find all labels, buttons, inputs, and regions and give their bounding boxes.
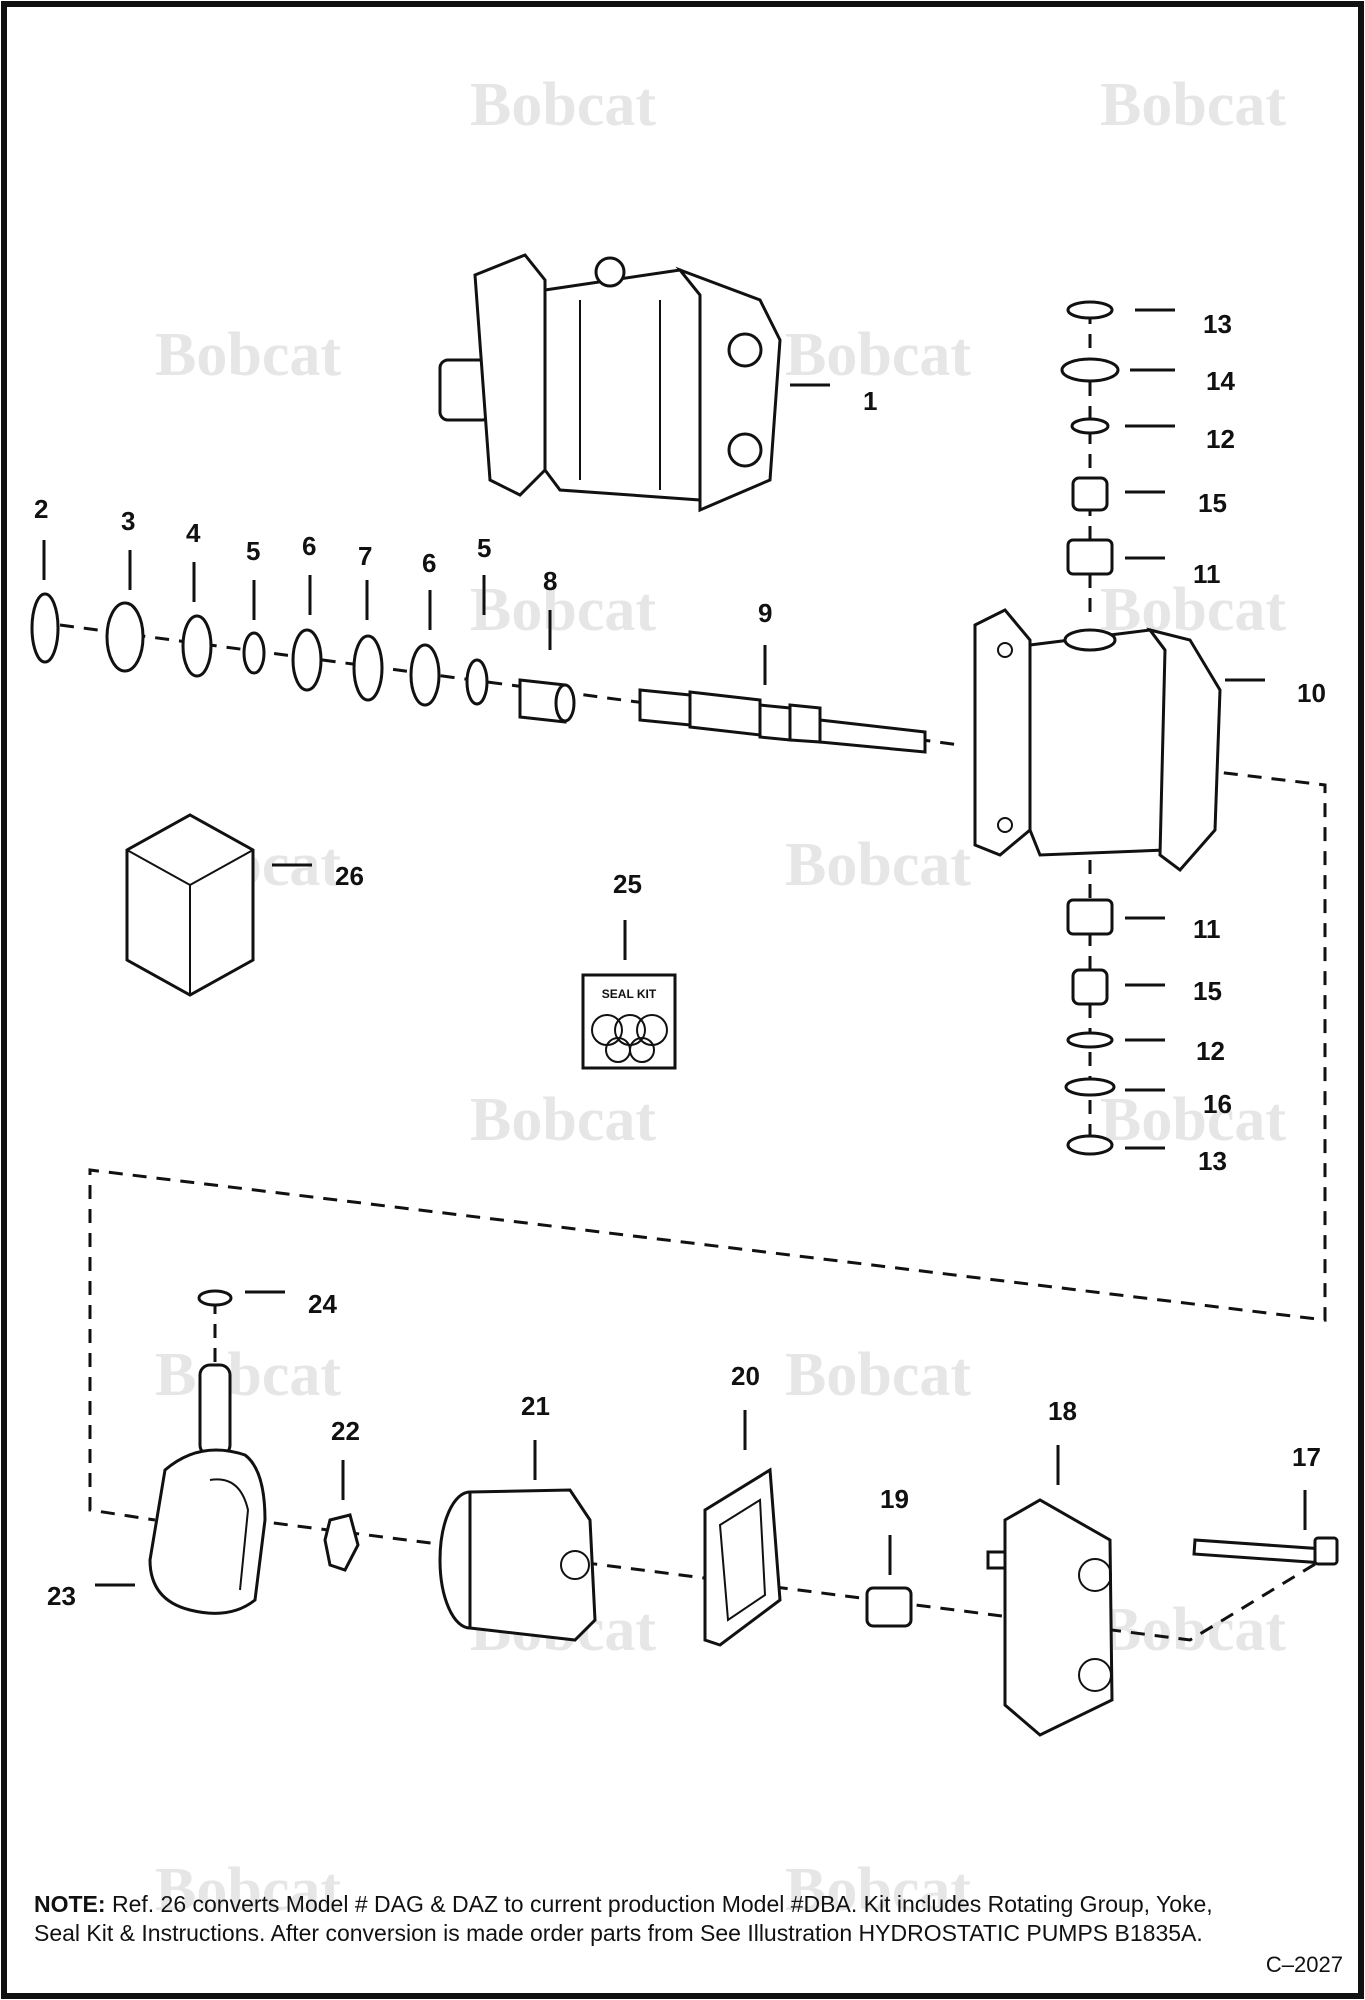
bobcat-watermark-10: Bobcat (155, 1341, 341, 1409)
part-20-gasket (703, 1467, 782, 1647)
bobcat-watermark-3: Bobcat (785, 321, 971, 389)
callout-17: 17 (1292, 1442, 1321, 1472)
callout-4: 4 (186, 518, 201, 548)
callout-11b: 11 (1193, 914, 1221, 944)
bobcat-watermark-11: Bobcat (785, 1341, 971, 1409)
callout-7: 7 (358, 541, 372, 571)
part-18-end-cap (986, 1498, 1114, 1737)
bobcat-watermark-1: Bobcat (1100, 71, 1286, 139)
bobcat-watermark-7: Bobcat (785, 831, 971, 899)
callout-3: 3 (121, 506, 135, 536)
note-text: Ref. 26 converts Model # DAG & DAZ to cu… (34, 1891, 1213, 1946)
leader-lines (42, 308, 1307, 1587)
callout-8: 8 (543, 566, 557, 596)
bobcat-watermark-2: Bobcat (155, 321, 341, 389)
bobcat-watermark-0: Bobcat (470, 71, 656, 139)
callout-2: 2 (34, 494, 48, 524)
part-23-yoke (148, 1289, 267, 1615)
callout-21: 21 (521, 1391, 550, 1421)
callout-9: 9 (758, 598, 772, 628)
lower-bearing-stack (1064, 898, 1116, 1156)
seal-kit-label: SEAL KIT (602, 987, 657, 1001)
callout-19: 19 (880, 1484, 909, 1514)
callout-15a: 15 (1198, 488, 1227, 518)
note-prefix: NOTE: (34, 1891, 106, 1917)
part-21-rotating-group (438, 1488, 597, 1642)
callout-12a: 12 (1206, 424, 1235, 454)
callout-18: 18 (1048, 1396, 1077, 1426)
callout-20: 20 (731, 1361, 760, 1391)
part-1-hydrostatic-pump (438, 253, 782, 513)
bobcat-watermark-13: Bobcat (1100, 1596, 1286, 1664)
callout-13b: 13 (1198, 1146, 1227, 1176)
callout-5a: 5 (246, 536, 260, 566)
part-10-end-housing (973, 608, 1222, 873)
callout-15b: 15 (1193, 976, 1222, 1006)
callout-10: 10 (1297, 678, 1326, 708)
callout-24: 24 (308, 1289, 337, 1319)
callout-25: 25 (613, 869, 642, 899)
callout-6b: 6 (422, 548, 436, 578)
part-19-bushing (865, 1586, 913, 1628)
bobcat-watermark-9: Bobcat (1100, 1086, 1286, 1154)
illustration-code: C–2027 (1265, 1952, 1343, 1977)
callout-16: 16 (1203, 1089, 1232, 1119)
callout-1: 1 (863, 386, 877, 416)
callout-numbers: 1 2 3 4 5 6 7 6 5 8 9 10 11 11 12 12 13 … (34, 309, 1326, 1611)
seal-ring-stack (30, 592, 576, 724)
part-25-seal-kit: SEAL KIT (581, 973, 677, 1070)
part-9-drive-shaft (638, 688, 927, 754)
callout-14: 14 (1206, 366, 1235, 396)
upper-bearing-stack (1060, 300, 1120, 576)
bobcat-watermark-8: Bobcat (470, 1086, 656, 1154)
note-paragraph: NOTE: Ref. 26 converts Model # DAG & DAZ… (34, 1890, 1214, 1948)
callout-22: 22 (331, 1416, 360, 1446)
bobcat-watermark-14: Bobcat (155, 1856, 341, 1924)
callout-26: 26 (335, 861, 364, 891)
bobcat-watermark-15: Bobcat (785, 1856, 971, 1924)
callout-13a: 13 (1203, 309, 1232, 339)
part-17-bolt (1192, 1536, 1339, 1566)
callout-5b: 5 (477, 533, 491, 563)
part-26-conversion-kit-box (125, 813, 255, 997)
callout-11a: 11 (1193, 559, 1221, 589)
callout-6a: 6 (302, 531, 316, 561)
part-22-fitting (323, 1513, 360, 1572)
callout-23: 23 (47, 1581, 76, 1611)
bobcat-watermark-4: Bobcat (470, 576, 656, 644)
callout-12b: 12 (1196, 1036, 1225, 1066)
assembly-axis-lines (59, 310, 1331, 1642)
